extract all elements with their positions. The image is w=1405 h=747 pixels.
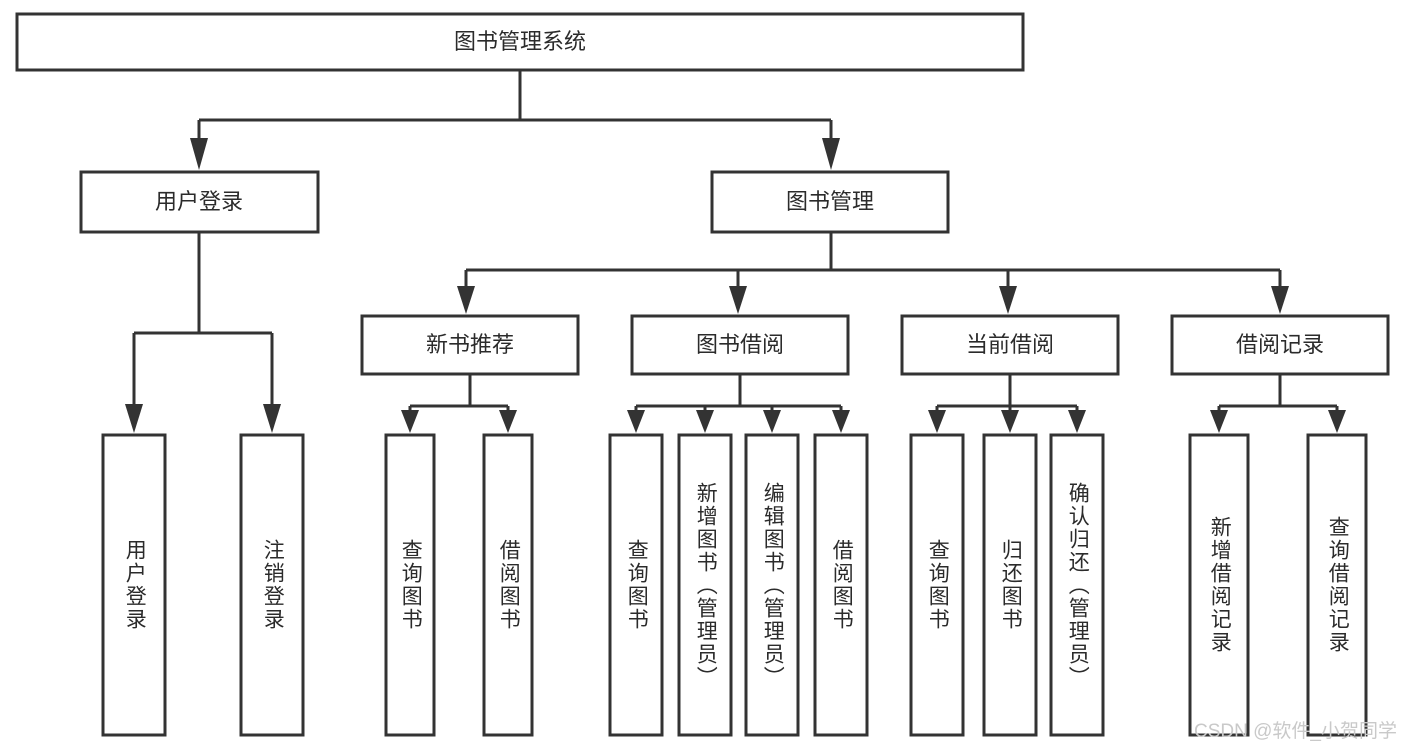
- arrow-head-to-book-manage: [822, 138, 840, 170]
- leaf-box-borrow-book-2[interactable]: [813, 433, 869, 737]
- node-borrow-record-box[interactable]: [1170, 314, 1390, 376]
- leaf-box-add-record[interactable]: [1188, 433, 1250, 737]
- arrow-head-leaf-user-login: [125, 404, 143, 433]
- leaf-box-edit-book[interactable]: [744, 433, 800, 737]
- node-current-borrow-label: 当前借阅: [966, 332, 1054, 357]
- arrow-head-leaf-logout: [263, 404, 281, 433]
- leaf-box-user-login[interactable]: [101, 433, 167, 737]
- arrow-head-leaf-query-record: [1328, 410, 1346, 433]
- arrow-head-leaf-query-book-1: [401, 410, 419, 433]
- connector-group-borrow-record: [1210, 374, 1346, 433]
- connector-group-book-manage: [457, 232, 1289, 314]
- arrow-head-leaf-edit-book: [763, 410, 781, 433]
- leaf-box-query-book-2[interactable]: [608, 433, 664, 737]
- leaf-box-confirm-return[interactable]: [1049, 433, 1105, 737]
- arrow-head-leaf-borrow-book-1: [499, 410, 517, 433]
- arrow-head-leaf-add-record: [1210, 410, 1228, 433]
- node-root[interactable]: 图书管理系统: [15, 12, 1025, 72]
- arrow-head-leaf-query-book-2: [627, 410, 645, 433]
- csdn-watermark: CSDN @软件_小贺同学: [1194, 721, 1397, 742]
- arrow-head-to-user-login: [190, 138, 208, 170]
- arrow-head-to-borrow-record: [1271, 286, 1289, 314]
- node-user-login[interactable]: 用户登录: [79, 170, 320, 234]
- connector-group-new-book-rec: [401, 374, 517, 433]
- node-user-login-box[interactable]: [79, 170, 320, 234]
- node-current-borrow[interactable]: 当前借阅: [900, 314, 1120, 376]
- connector-group-book-borrow: [627, 374, 850, 433]
- node-new-book-rec-box[interactable]: [360, 314, 580, 376]
- leaf-box-return-book[interactable]: [982, 433, 1038, 737]
- node-new-book-rec[interactable]: 新书推荐: [360, 314, 580, 376]
- node-book-manage-label: 图书管理: [786, 189, 874, 214]
- arrow-head-leaf-borrow-book-2: [832, 410, 850, 433]
- arrow-head-to-book-borrow: [729, 286, 747, 314]
- arrow-head-leaf-return-book: [1001, 410, 1019, 433]
- arrow-head-leaf-query-book-3: [928, 410, 946, 433]
- node-user-login-label: 用户登录: [155, 189, 243, 214]
- node-new-book-rec-label: 新书推荐: [426, 332, 514, 357]
- connector-group-current-borrow: [928, 374, 1086, 433]
- node-book-manage[interactable]: 图书管理: [710, 170, 950, 234]
- node-book-borrow[interactable]: 图书借阅: [630, 314, 850, 376]
- node-root-label: 图书管理系统: [454, 29, 586, 54]
- connector-group-root: [190, 70, 840, 170]
- node-root-box[interactable]: [15, 12, 1025, 72]
- node-book-borrow-label: 图书借阅: [696, 332, 784, 357]
- connector-group-user-login: [125, 232, 281, 433]
- node-book-manage-box[interactable]: [710, 170, 950, 234]
- leaf-box-query-book-1[interactable]: [384, 433, 436, 737]
- arrow-head-to-current-borrow: [999, 286, 1017, 314]
- leaf-box-query-record[interactable]: [1306, 433, 1368, 737]
- arrow-head-leaf-confirm-return: [1068, 410, 1086, 433]
- node-current-borrow-box[interactable]: [900, 314, 1120, 376]
- leaf-box-add-book[interactable]: [677, 433, 733, 737]
- node-borrow-record[interactable]: 借阅记录: [1170, 314, 1390, 376]
- arrow-head-to-new-book-rec: [457, 286, 475, 314]
- arrow-head-leaf-add-book: [696, 410, 714, 433]
- leaf-box-query-book-3[interactable]: [909, 433, 965, 737]
- node-borrow-record-label: 借阅记录: [1236, 332, 1324, 357]
- leaf-box-group[interactable]: [101, 433, 1368, 737]
- leaf-box-logout[interactable]: [239, 433, 305, 737]
- leaf-box-borrow-book-1[interactable]: [482, 433, 534, 737]
- node-book-borrow-box[interactable]: [630, 314, 850, 376]
